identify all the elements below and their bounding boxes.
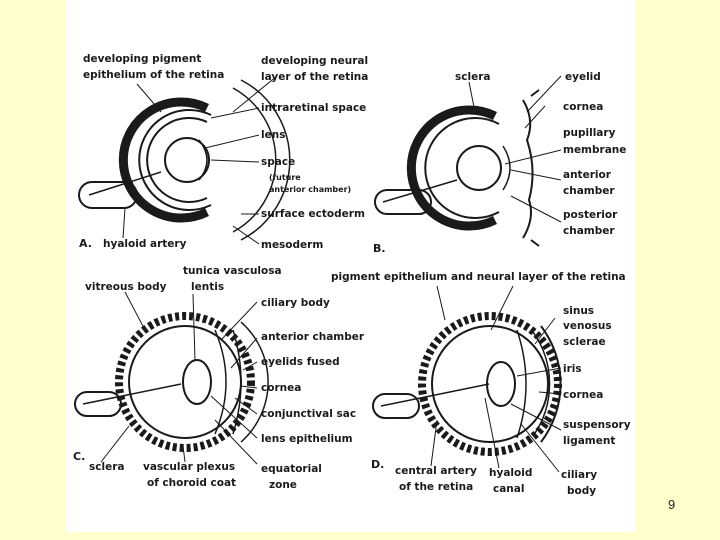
label-pupillary: pupillary — [563, 127, 616, 139]
label-anterior-b: anterior — [563, 169, 612, 181]
label-anterior-chamber-c: anterior chamber — [261, 331, 365, 343]
label-chamber-posterior: chamber — [563, 225, 615, 237]
label-anterior-chamber-future: anterior chamber) — [269, 185, 351, 194]
panel-letter-b: B. — [373, 242, 386, 255]
label-lentis: lentis — [191, 281, 224, 293]
label-eyelids-fused: eyelids fused — [261, 356, 340, 368]
label-zone: zone — [269, 479, 297, 491]
label-developing-neural: developing neural — [261, 55, 368, 67]
panel-letter-d: D. — [371, 458, 384, 471]
label-membrane: membrane — [563, 144, 626, 156]
label-hyaloid: hyaloid — [489, 467, 532, 479]
label-cornea-b: cornea — [563, 101, 603, 113]
label-cornea-d: cornea — [563, 389, 603, 401]
label-cornea-c: cornea — [261, 382, 301, 394]
label-vascular-plexus: vascular plexus — [143, 461, 235, 473]
label-sinus: sinus — [563, 305, 594, 317]
label-ciliary-d: ciliary — [561, 469, 597, 481]
label-venosus: venosus — [563, 320, 612, 332]
label-iris: iris — [563, 363, 582, 375]
label-canal: canal — [493, 483, 524, 495]
label-chamber-b: chamber — [563, 185, 615, 197]
label-equatorial: equatorial — [261, 463, 322, 475]
label-suspensory: suspensory — [563, 419, 631, 431]
label-lens-epithelium: lens epithelium — [261, 433, 353, 445]
label-tunica-vasculosa: tunica vasculosa — [183, 265, 282, 277]
panel-letter-c: C. — [73, 450, 85, 463]
label-epithelium-of-retina: epithelium of the retina — [83, 69, 224, 81]
label-ciliary-body-c: ciliary body — [261, 297, 330, 309]
label-ligament: ligament — [563, 435, 615, 447]
label-sclerae: sclerae — [563, 336, 606, 348]
panel-a-drawing — [78, 79, 291, 241]
label-sclera-b: sclera — [455, 71, 490, 83]
label-intraretinal-space: intraretinal space — [261, 102, 366, 114]
page-number: 9 — [668, 497, 676, 512]
label-hyaloid-artery: hyaloid artery — [103, 238, 187, 250]
panel-b-drawing — [374, 89, 540, 247]
label-mesoderm: mesoderm — [261, 239, 323, 251]
label-vitreous-body: vitreous body — [85, 281, 167, 293]
label-conjunctival-sac: conjunctival sac — [261, 408, 356, 420]
panel-c-drawing — [74, 312, 269, 452]
figure-area: developing pigment epithelium of the ret… — [65, 0, 635, 532]
label-sclera-c: sclera — [89, 461, 124, 473]
label-of-the-retina: of the retina — [399, 481, 473, 493]
label-eyelid: eyelid — [565, 71, 601, 83]
eye-development-diagram: developing pigment epithelium of the ret… — [73, 53, 631, 497]
leader-lines — [100, 75, 562, 473]
label-posterior: posterior — [563, 209, 618, 221]
label-surface-ectoderm: surface ectoderm — [261, 208, 365, 220]
label-lens: lens — [261, 129, 285, 141]
label-space: space — [261, 156, 295, 168]
label-of-choroid-coat: of choroid coat — [147, 477, 236, 489]
label-body-d: body — [567, 485, 596, 497]
label-future: (future — [269, 173, 301, 182]
label-developing-pigment: developing pigment — [83, 53, 201, 65]
label-pigment-neural-layer: pigment epithelium and neural layer of t… — [331, 271, 626, 283]
label-layer-of-retina: layer of the retina — [261, 71, 368, 83]
panel-d-drawing — [372, 312, 562, 456]
label-central-artery: central artery — [395, 465, 477, 477]
panel-letter-a: A. — [79, 237, 92, 250]
